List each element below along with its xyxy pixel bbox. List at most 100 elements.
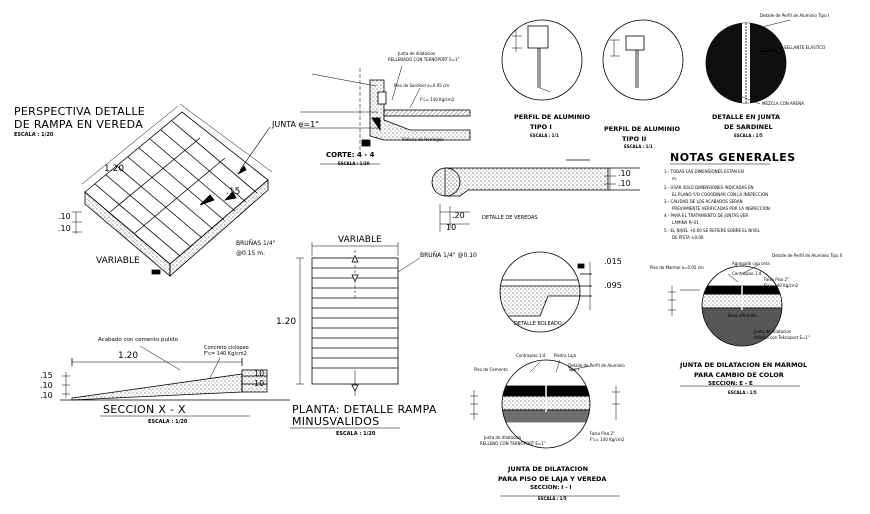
note-5b: DE PISTA ±0.00.: [672, 235, 705, 240]
section-acabado: Acabado con cemento pulido: [98, 337, 178, 343]
section-concreto-2: F'c= 140 Kg/cm2: [204, 351, 247, 357]
sidewalk-dim-20: .20: [452, 211, 465, 220]
section-title: SECCION X - X: [103, 403, 186, 416]
sidewalk-dim-10a: .10: [618, 169, 631, 178]
bullnose-detail: [499, 251, 592, 333]
note-4b: LAMINA P/-01: [672, 220, 699, 225]
joint-curb-title-2: DE SARDINEL: [724, 123, 773, 131]
perspective-dim-10a: .10: [58, 212, 71, 221]
marble-junta-1: Junta de dilatacion: [754, 329, 792, 334]
slab-piso-cemento: Piso de Cemento: [474, 367, 508, 372]
slab-junta-2: RELLENO CON TEKNOPORT E=1": [480, 441, 546, 446]
note-3b: PREVIAMENTE VERIFICADAS POR LA INSPECCIO…: [672, 206, 770, 211]
cut-fc: F'c= 140 Kg/cm2: [420, 97, 455, 102]
profile2-scale: ESCALA : 1/1: [624, 144, 653, 149]
cut-scale: ESCALA : 1/20: [338, 161, 370, 166]
sidewalk-detail: [431, 159, 640, 232]
note-1: 1.- TODAS LAS DIMENSIONES ESTAN EN: [664, 169, 744, 174]
slab-piedra: Piedra Laja: [554, 353, 577, 358]
marble-scale: ESCALA : 1/5: [728, 390, 757, 395]
joint-curb-title-1: DETALLE EN JUNTA: [712, 113, 781, 121]
section-dim-10a: .10: [40, 381, 53, 390]
bullnose-dim-095: .095: [604, 281, 622, 290]
joint-curb-sellante: SELLANTE ELASTICO: [784, 45, 826, 50]
perspective-scale: ESCALA : 1/20: [14, 132, 54, 138]
perspective-dim-10b: .10: [58, 224, 71, 233]
perspective-dim-15: .15: [226, 187, 241, 197]
cut-piso: Piso de Sardinel e=0.05 cm: [394, 83, 450, 88]
sidewalk-dim-10c: 10: [446, 223, 457, 232]
slab-falso: Falso Piso 2": [590, 431, 615, 436]
marble-agregado: Agregado con cera: [732, 261, 770, 266]
slab-title-1: JUNTA DE DILATACION: [508, 465, 589, 473]
slab-fc: F'c= 140 Kg/cm2: [590, 437, 625, 442]
section-dim-120: 1.20: [118, 351, 139, 361]
slab-scale: ESCALA : 1/5: [538, 496, 567, 501]
profile2-title-2: TIPO II: [622, 135, 647, 143]
marble-contrapiso: Contrapiso 1:4: [732, 271, 762, 276]
perspective-dim-120: 1.20: [104, 164, 125, 174]
note-1b: m.: [672, 176, 678, 181]
sidewalk-dim-10b: .10: [618, 179, 631, 188]
note-3: 3.- CALIDAD DE LOS ACABADOS SERAN: [664, 199, 743, 204]
joint-curb-mezcla: MEZCLA CON ARENA: [762, 101, 804, 106]
note-2b: EL PLANO Y/O COORDINAR CON LA INSPECCION: [672, 192, 769, 197]
marble-fc: F'c= 140 Kg/cm2: [764, 283, 799, 288]
cut-junta-1: Junta de dilatacion: [398, 51, 436, 56]
marble-piso: Piso de Marmol e=0.05 cm: [650, 265, 704, 270]
marble-title-3: SECCION: E - E: [708, 381, 753, 387]
perspective-brunas-2: @0.15 m.: [236, 250, 266, 257]
profile2-title-1: PERFIL DE ALUMINIO: [604, 125, 681, 133]
cut-relleno: Relleno de Hormigon: [402, 137, 444, 142]
sidewalk-title: DETALLE DE VEREDAS: [482, 215, 538, 221]
marble-title-2: PARA CAMBIO DE COLOR: [694, 371, 784, 379]
plan-bruna: BRUÑA 1/4" @0.10: [420, 252, 477, 259]
section-concreto-1: Concreto ciclopeo: [204, 345, 249, 351]
plan-title-line1: PLANTA: DETALLE RAMPA: [292, 403, 437, 416]
notes-title: NOTAS GENERALES: [670, 151, 796, 164]
cut-title: CORTE: 4 - 4: [326, 151, 375, 159]
slab-contrapiso: Contrapiso 1:4: [516, 353, 546, 358]
perspective-title-line2: DE RAMPA EN VEREDA: [14, 118, 144, 131]
section-dim-r10a: 10: [254, 369, 265, 378]
section-x-x: [60, 345, 290, 401]
section-dim-10b: .10: [40, 391, 53, 400]
perspective-ramp: [72, 103, 273, 277]
bullnose-dim-015: .015: [604, 257, 622, 266]
section-4-4: [300, 65, 471, 150]
profile-details: [501, 19, 791, 105]
slab-title-2: PARA PISO DE LAJA Y VEREDA: [498, 475, 607, 483]
note-2: 2.- USAR SOLO DIMENSIONES INDICADAS EN: [664, 185, 754, 190]
marble-detalle: Detalle de Perfil de Aluminio Tipo II: [772, 253, 843, 258]
plan-variable: VARIABLE: [338, 235, 382, 245]
slab-joint: [470, 359, 620, 449]
joint-curb-scale: ESCALA : 1/5: [734, 133, 763, 138]
note-4: 4.- PARA EL TRATAMIENTO DE JUNTAS VER: [664, 213, 749, 218]
marble-junta-2: Relleno con Teknoport E=1": [754, 335, 810, 340]
bullnose-title: DETALLE BOLEADO: [514, 321, 562, 327]
section-dim-r10b: 10: [254, 379, 265, 388]
slab-junta-1: Junta de dilatacion: [484, 435, 522, 440]
perspective-variable: VARIABLE: [96, 256, 140, 266]
marble-falso: Falso Piso 2": [764, 277, 789, 282]
plan-title-line2: MINUSVALIDOS: [292, 415, 380, 428]
perspective-junta-label: JUNTA e=1": [272, 120, 319, 129]
plan-scale: ESCALA : 1/20: [336, 431, 376, 437]
profile1-scale: ESCALA : 1/1: [530, 133, 559, 138]
plan-dim-120: 1.20: [276, 317, 297, 327]
perspective-title-line1: PERSPECTIVA DETALLE: [14, 105, 145, 118]
marble-base: Base afirmado: [728, 313, 757, 318]
marble-title-1: JUNTA DE DILATACION EN MARMOL: [680, 361, 808, 369]
note-5: 5.- EL NIVEL +0.00 SE REFIERE SOBRE EL N…: [664, 228, 760, 233]
section-dim-15: .15: [40, 371, 53, 380]
joint-curb-detalle: Detalle de Perfil de Aluminio Tipo I: [760, 13, 829, 18]
section-scale: ESCALA : 1/20: [148, 419, 188, 425]
profile1-title-1: PERFIL DE ALUMINIO: [514, 113, 591, 121]
perspective-brunas-1: BRUÑAS 1/4": [236, 240, 276, 247]
slab-title-3: SECCION: I - I: [530, 485, 572, 491]
plan-ramp: [296, 242, 421, 396]
profile1-title-2: TIPO I: [530, 123, 552, 131]
cut-junta-2: RELLENADO CON TEKNOPORT E=1": [388, 57, 460, 62]
